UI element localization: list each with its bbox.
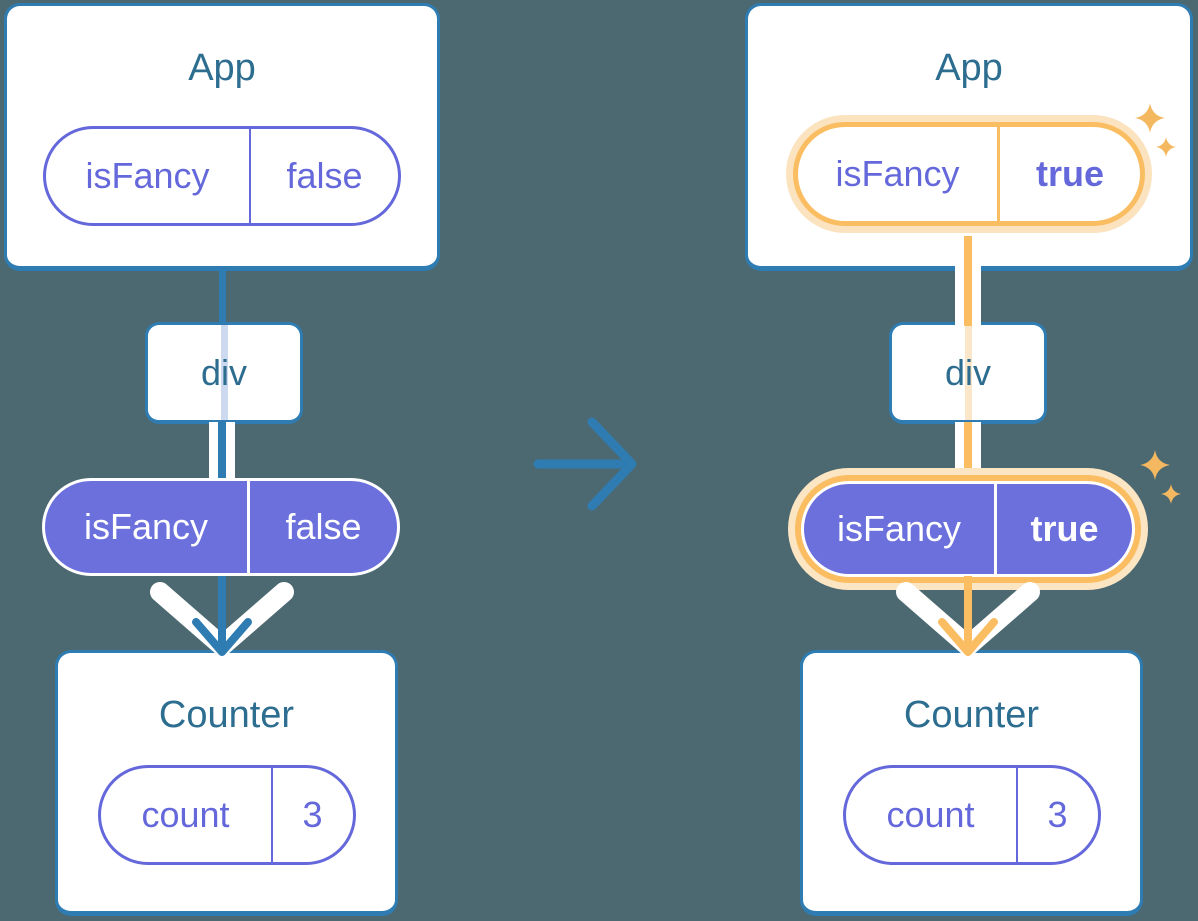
- component-title: App: [188, 47, 256, 89]
- arrow-right-icon: [533, 417, 637, 511]
- state-value: 3: [302, 794, 323, 835]
- prop-pill-passed-left: isFancy false: [42, 478, 400, 576]
- counter-card-left: Counter count 3: [55, 650, 398, 916]
- flow-line-white: [972, 266, 981, 326]
- prop-pass-through-line: [220, 325, 228, 420]
- prop-value: false: [285, 506, 362, 547]
- flow-line-white: [955, 422, 964, 482]
- state-name: count: [846, 768, 1018, 862]
- prop-pass-through-line: [964, 325, 972, 420]
- prop-name: isFancy: [804, 484, 997, 574]
- app-card-left: App isFancy false: [4, 3, 440, 271]
- connector-line: [219, 264, 226, 326]
- sparkle-icon: [1140, 450, 1181, 504]
- div-node-left: div: [145, 322, 303, 424]
- flow-line-core: [218, 422, 226, 480]
- counter-card-right: Counter count 3: [800, 650, 1143, 916]
- state-value: 3: [1047, 794, 1068, 835]
- node-label: div: [200, 351, 248, 393]
- prop-flow-stub: [964, 236, 972, 268]
- flow-line-white: [209, 422, 218, 480]
- arrow-down-icon: [150, 576, 294, 656]
- prop-value: false: [286, 155, 363, 196]
- state-pill-right: count 3: [842, 765, 1101, 865]
- flow-line-core: [964, 266, 972, 326]
- component-title: Counter: [903, 694, 1040, 736]
- flow-line-white: [955, 266, 964, 326]
- prop-value: true: [1035, 153, 1104, 194]
- div-node-right: div: [889, 322, 1047, 424]
- flow-line-core: [964, 422, 972, 482]
- app-card-right: App isFancy true: [745, 3, 1193, 271]
- component-title: App: [935, 47, 1003, 89]
- prop-flow-line: [955, 422, 981, 482]
- prop-value: true: [1030, 508, 1099, 549]
- component-title: Counter: [158, 694, 295, 736]
- prop-name: isFancy: [798, 127, 1000, 221]
- flow-line-white: [226, 422, 235, 480]
- arrow-down-icon: [896, 576, 1040, 656]
- prop-flow-line: [209, 422, 235, 480]
- state-pill-left: count 3: [97, 765, 356, 865]
- prop-pill-passed-right: isFancy true: [801, 481, 1135, 577]
- sparkle-icon: [1135, 103, 1176, 157]
- prop-flow-line: [955, 266, 981, 326]
- prop-pill-app-left: isFancy false: [43, 126, 401, 226]
- node-label: div: [944, 351, 992, 393]
- flow-line-white: [972, 422, 981, 482]
- prop-pill-app-right: isFancy true: [793, 122, 1145, 226]
- prop-name: isFancy: [46, 129, 251, 223]
- state-name: count: [101, 768, 273, 862]
- prop-name: isFancy: [45, 481, 250, 573]
